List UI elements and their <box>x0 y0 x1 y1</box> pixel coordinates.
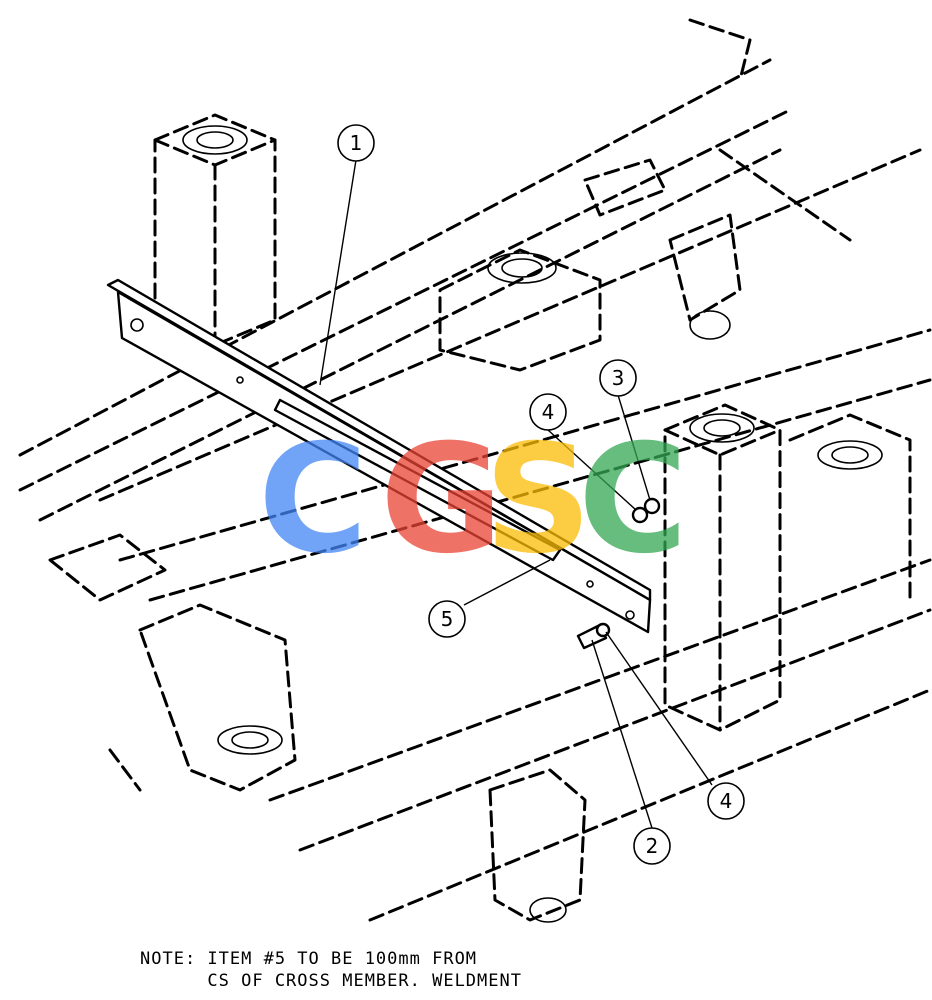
right-far-hanger <box>788 413 912 602</box>
balloon-item-1: 1 <box>337 124 375 162</box>
lower-shackle <box>488 768 587 923</box>
svg-text:4: 4 <box>542 400 555 424</box>
balloon-item-4-upper: 4 <box>529 393 567 431</box>
left-rear-hanger <box>153 113 277 347</box>
svg-text:5: 5 <box>441 607 454 631</box>
right-front-hanger <box>663 403 782 732</box>
svg-text:2: 2 <box>646 834 659 858</box>
svg-text:4: 4 <box>720 789 733 813</box>
small-brackets <box>48 158 742 602</box>
watermark-letter: G <box>380 413 503 587</box>
bolt-assembly-upper <box>631 497 661 524</box>
watermark-letter: C <box>258 413 368 587</box>
balloon-item-2: 2 <box>633 827 671 865</box>
bolt-assembly-lower <box>576 622 611 650</box>
watermark-letter: S <box>484 413 592 587</box>
leader-lines <box>319 159 713 829</box>
watermark-letter: C <box>578 413 688 587</box>
insert-strip <box>273 398 562 562</box>
drawing-note: NOTE: ITEM #5 TO BE 100mm FROM CS OF CRO… <box>140 948 840 992</box>
svg-text:1: 1 <box>350 131 363 155</box>
balloon-item-4-lower: 4 <box>707 782 745 820</box>
balloon-item-3: 3 <box>599 359 637 397</box>
note-line-2: CS OF CROSS MEMBER. WELDMENT <box>140 971 522 991</box>
frame-rails <box>18 18 932 922</box>
balloon-item-5: 5 <box>428 600 466 638</box>
note-line-1: NOTE: ITEM #5 TO BE 100mm FROM <box>140 949 478 969</box>
svg-text:3: 3 <box>612 366 625 390</box>
watermark: C G S C <box>258 413 688 587</box>
center-hanger <box>438 248 602 372</box>
left-front-hanger <box>138 603 297 792</box>
